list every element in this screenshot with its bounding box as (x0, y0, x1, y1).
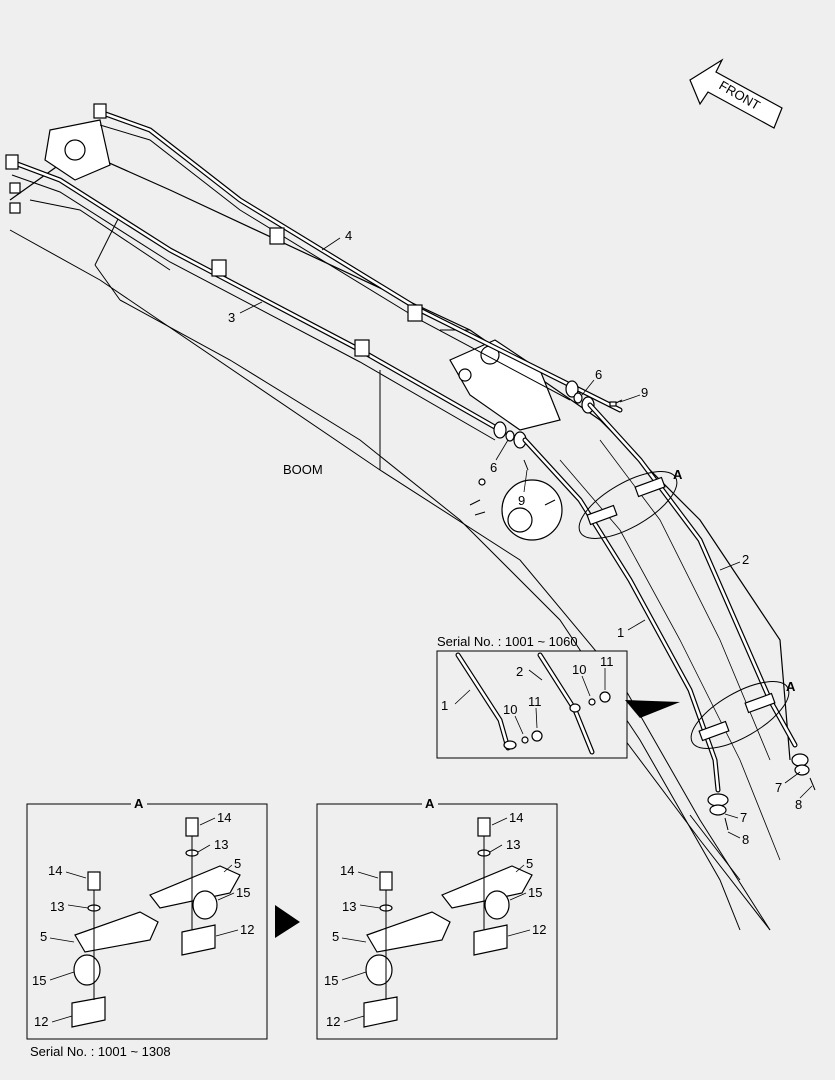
bolt-9 (523, 399, 623, 471)
dr-callout-15b: 15 (324, 973, 338, 988)
dl-callout-5a: 5 (234, 856, 241, 871)
inset-callout-11a: 11 (528, 694, 542, 709)
dl-callout-13a: 13 (214, 837, 228, 852)
detail-marker-a-lower: A (786, 679, 796, 694)
dr-callout-5b: 5 (332, 929, 339, 944)
change-arrow (275, 905, 300, 938)
inset-callout-10a: 10 (503, 702, 517, 717)
detail-area-a (578, 471, 790, 749)
dl-callout-5b: 5 (40, 929, 47, 944)
boom-structure (9, 119, 791, 931)
main-callouts: 4 3 6 9 6 9 A A 2 1 7 8 7 8 (228, 228, 813, 847)
pipe-3 (9, 159, 503, 433)
callout-3: 3 (228, 310, 235, 325)
dr-callout-12a: 12 (532, 922, 546, 937)
dr-callout-14a: 14 (509, 810, 523, 825)
callout-8-lower: 8 (742, 832, 749, 847)
dr-callout-15a: 15 (528, 885, 542, 900)
boom-label: BOOM (283, 462, 323, 477)
dr-callout-5a: 5 (526, 856, 533, 871)
dl-callout-14a: 14 (217, 810, 231, 825)
callout-6-upper: 6 (595, 367, 602, 382)
dl-callout-14b: 14 (48, 863, 62, 878)
callout-8-right: 8 (795, 797, 802, 812)
detail-right-title: A (425, 796, 435, 811)
dr-callout-13a: 13 (506, 837, 520, 852)
callout-7-lower: 7 (740, 810, 747, 825)
callout-4: 4 (345, 228, 352, 243)
callout-9-upper: 9 (641, 385, 648, 400)
dr-callout-13b: 13 (342, 899, 356, 914)
detail-box-a-left: A 14 13 5 15 12 14 13 (26, 796, 268, 1040)
callout-1: 1 (617, 625, 624, 640)
detail-left-title: A (134, 796, 144, 811)
callout-7-right: 7 (775, 780, 782, 795)
dl-callout-13b: 13 (50, 899, 64, 914)
inset-callout-11b: 11 (600, 654, 614, 669)
dl-callout-15a: 15 (236, 885, 250, 900)
dl-callout-12a: 12 (240, 922, 254, 937)
pipe-2 (587, 402, 798, 748)
dr-callout-14b: 14 (340, 863, 354, 878)
detail-box-a-right: A 14 13 5 15 12 14 13 (316, 796, 558, 1040)
pipe-clamps-upper (5, 103, 423, 357)
detail-left-callouts: 14 13 5 15 12 14 13 5 15 12 (32, 810, 254, 1029)
callout-9-lower: 9 (518, 493, 525, 508)
detail-marker-a-upper: A (673, 467, 683, 482)
pipe-1 (522, 437, 721, 793)
callout-2: 2 (742, 552, 749, 567)
front-arrow: FRONT (689, 58, 783, 129)
dl-callout-12b: 12 (34, 1014, 48, 1029)
inset-callout-1: 1 (441, 698, 448, 713)
dr-callout-12b: 12 (326, 1014, 340, 1029)
callout-6-lower: 6 (490, 460, 497, 475)
dl-callout-15b: 15 (32, 973, 46, 988)
bottom-serial-label: Serial No. : 1001 ~ 1308 (30, 1044, 171, 1059)
inset-callout-2: 2 (516, 664, 523, 679)
end-fittings (707, 753, 816, 831)
inset-callout-10b: 10 (572, 662, 586, 677)
detail-right-callouts: 14 13 5 15 12 14 13 5 15 12 (324, 810, 546, 1029)
pipe-4 (97, 109, 623, 413)
inset-serial-label: Serial No. : 1001 ~ 1060 (437, 634, 578, 649)
inset-serial-1001-1060: Serial No. : 1001 ~ 1060 1 2 10 11 10 11 (436, 634, 680, 759)
